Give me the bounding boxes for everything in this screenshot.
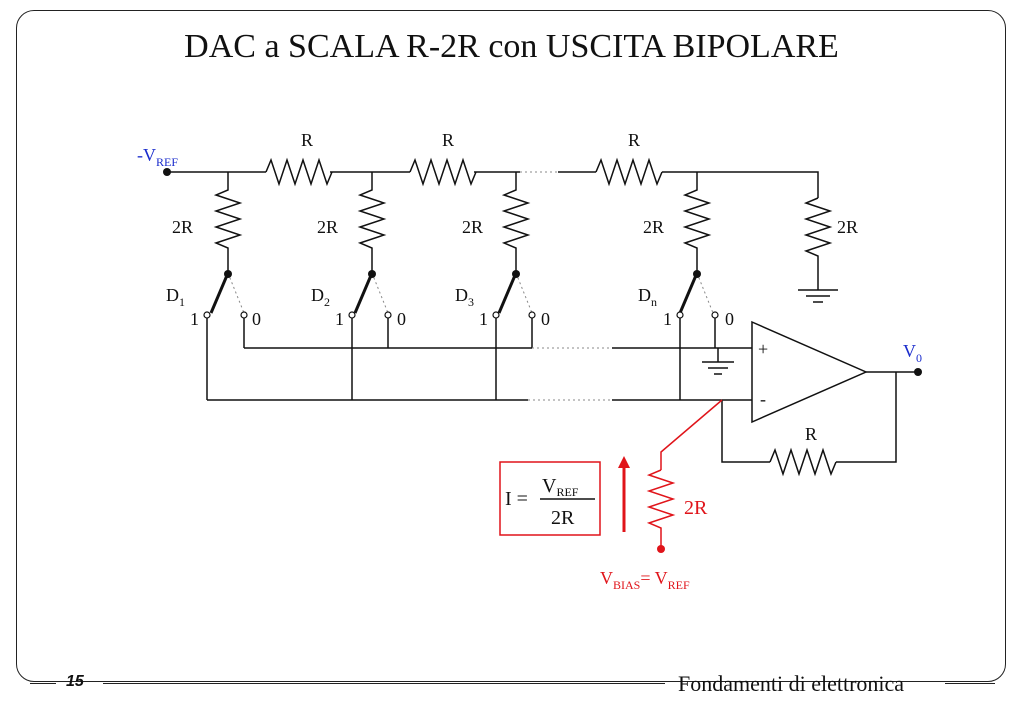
vbias-label: VBIAS= VREF <box>600 568 690 592</box>
switch-pivot-4 <box>693 270 701 278</box>
switch-label-2: D2 <box>311 285 330 309</box>
switch-contact-2b <box>384 311 392 319</box>
footer-line-right <box>945 683 995 684</box>
feedback-resistor <box>769 447 837 477</box>
series-resistor-2 <box>409 157 477 187</box>
switch-3-pos1: 1 <box>479 309 488 329</box>
switch-label-3: D3 <box>455 285 474 309</box>
opamp <box>751 320 868 424</box>
slide-title: DAC a SCALA R-2R con USCITA BIPOLARE <box>184 28 839 65</box>
opamp-plus: + <box>758 339 768 359</box>
shunt-label-4: 2R <box>643 217 664 237</box>
footer-line-left <box>30 683 56 684</box>
formula-lhs: I = <box>505 488 528 510</box>
arrow-head <box>618 456 630 468</box>
shunt-resistor-2 <box>357 172 387 273</box>
switch-2-pos0: 0 <box>397 309 406 329</box>
output-node <box>914 368 922 376</box>
feedback-loop <box>721 372 897 463</box>
top-rail-right <box>558 171 819 198</box>
switch-blade-1 <box>209 272 230 314</box>
switch-contact-1b <box>240 311 248 319</box>
formula-numerator: VREF <box>542 475 579 499</box>
bias-formula-box <box>499 461 601 536</box>
feedback-label: R <box>805 424 817 444</box>
switch-contact-4a <box>676 311 684 319</box>
page-number: 15 <box>66 673 84 690</box>
series-r-label-1: R <box>301 130 313 150</box>
switch-blade-4 <box>678 272 699 314</box>
switch-1-pos1: 1 <box>190 309 199 329</box>
ground-symbol-1 <box>798 289 838 303</box>
switch-4-pos0: 0 <box>725 309 734 329</box>
footer-line-middle <box>103 683 665 684</box>
bias-wire <box>660 399 723 470</box>
switch-pivot-1 <box>224 270 232 278</box>
terminating-resistor <box>803 197 833 290</box>
terminating-label: 2R <box>837 217 858 237</box>
switch-blade-2 <box>353 272 374 314</box>
series-resistor-1 <box>265 157 333 187</box>
shunt-resistor-4 <box>682 172 712 273</box>
series-r-label-2: R <box>442 130 454 150</box>
series-r-label-3: R <box>628 130 640 150</box>
switch-2-pos1: 1 <box>335 309 344 329</box>
switch-contact-4b <box>711 311 719 319</box>
switch-4-pos1: 1 <box>663 309 672 329</box>
switch-contact-2a <box>348 311 356 319</box>
switch-dotted-1 <box>227 272 245 314</box>
slide-frame <box>16 10 1006 682</box>
switch-dotted-3 <box>515 272 533 314</box>
opamp-minus: - <box>760 389 766 409</box>
vref-label: -VREF <box>137 145 178 169</box>
vref-node <box>163 168 171 176</box>
footer-course-title: Fondamenti di elettronica <box>678 671 905 696</box>
bus-0-drops <box>243 318 716 348</box>
series-resistor-3 <box>595 157 663 187</box>
switch-contact-3a <box>492 311 500 319</box>
switch-dotted-4 <box>696 272 714 314</box>
switch-label-1: D1 <box>166 285 185 309</box>
switch-pivot-2 <box>368 270 376 278</box>
switch-contact-3b <box>528 311 536 319</box>
switch-1-pos0: 0 <box>252 309 261 329</box>
switch-3-pos0: 0 <box>541 309 550 329</box>
bus-1-drops <box>206 318 681 400</box>
bias-resistor-label: 2R <box>684 497 708 519</box>
switch-contact-1a <box>203 311 211 319</box>
shunt-label-3: 2R <box>462 217 483 237</box>
output-label: V0 <box>903 341 922 365</box>
switch-blade-3 <box>497 272 518 314</box>
bias-resistor <box>646 469 676 548</box>
shunt-resistor-3 <box>501 172 531 273</box>
switch-dotted-2 <box>371 272 389 314</box>
bias-node <box>657 545 665 553</box>
shunt-resistor-1 <box>213 172 243 273</box>
switch-label-4: Dn <box>638 285 657 309</box>
shunt-label-1: 2R <box>172 217 193 237</box>
shunt-label-2: 2R <box>317 217 338 237</box>
formula-denominator: 2R <box>551 507 575 529</box>
switch-pivot-3 <box>512 270 520 278</box>
ground-symbol-2 <box>702 348 734 375</box>
